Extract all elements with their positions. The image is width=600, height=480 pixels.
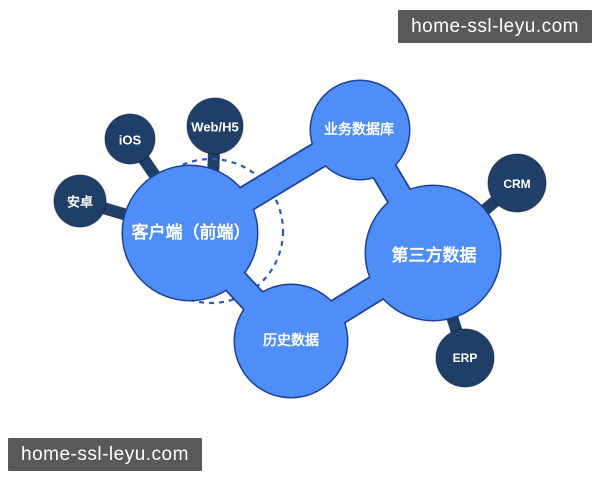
node-web-h5-circle [186,97,244,155]
node-client-circle [123,166,257,300]
node-crm-label: CRM [503,177,530,191]
node-ios-circle [104,113,156,165]
node-web-h5-label: Web/H5 [191,120,238,135]
node-business-db-label: 业务数据库 [324,121,394,137]
node-erp-circle [435,328,495,388]
node-third-party-circle [366,186,500,320]
watermark-top-right: home-ssl-leyu.com [398,10,592,43]
dashed-ring [137,157,285,305]
node-ios-label: iOS [119,133,142,148]
node-third-party-label: 第三方数据 [392,245,477,265]
satellite-circles [53,97,547,388]
node-labels: 客户端（前端） 业务数据库 第三方数据 历史数据 安卓 iOS Web/H5 C… [67,120,531,366]
node-android-circle [53,174,107,228]
node-history-circle [235,285,347,397]
node-crm-circle [487,153,547,213]
node-erp-label: ERP [453,351,478,365]
node-history-label: 历史数据 [263,332,319,348]
node-client-label: 客户端（前端） [131,222,251,242]
node-business-db-circle [311,81,409,179]
watermark-bottom-left: home-ssl-leyu.com [8,438,202,471]
blob-fill-layer [123,81,500,397]
node-android-label: 安卓 [67,195,93,210]
